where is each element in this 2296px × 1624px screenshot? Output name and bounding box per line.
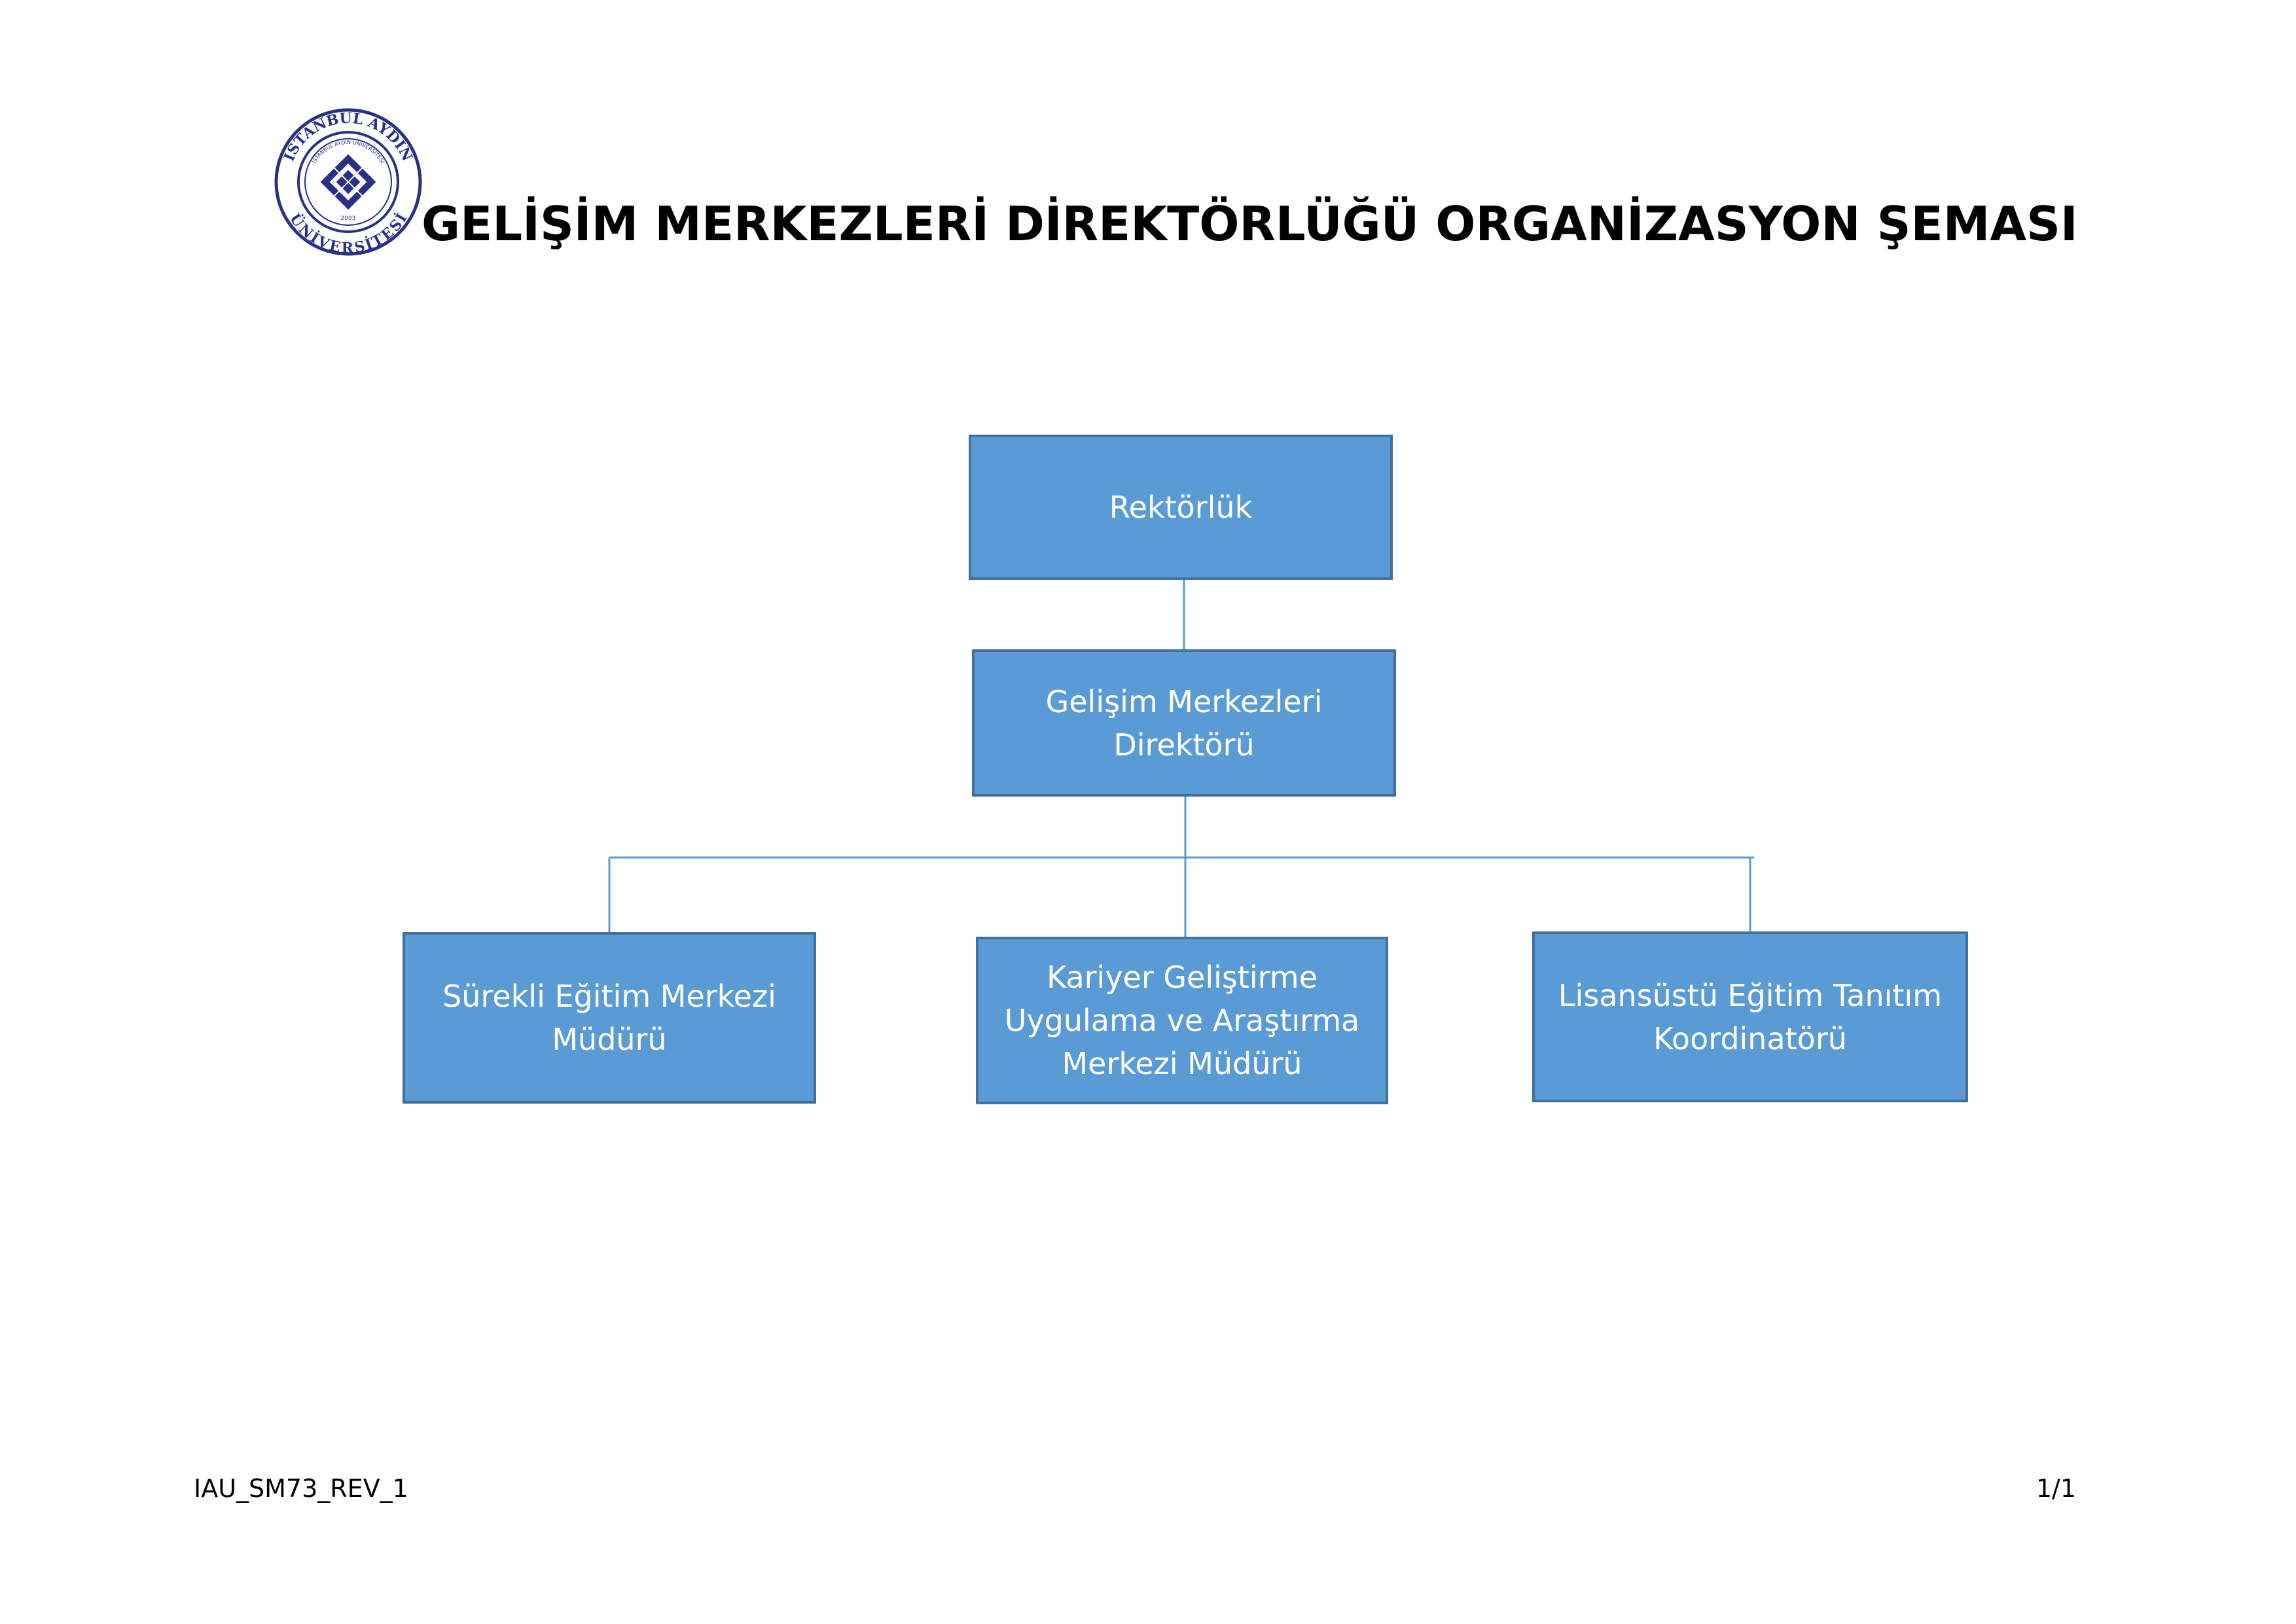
org-box-director-text: Gelişim Merkezleri Direktörü bbox=[1046, 680, 1323, 767]
footer-doc-code: IAU_SM73_REV_1 bbox=[194, 1474, 408, 1503]
logo-year: 2003 bbox=[341, 215, 356, 222]
org-box-line: Gelişim Merkezleri bbox=[1045, 683, 1323, 719]
org-box-director: Gelişim Merkezleri Direktörü bbox=[972, 649, 1396, 797]
org-box-child-3: Lisansüstü Eğitim Tanıtım Koordinatörü bbox=[1532, 931, 1968, 1102]
org-box-line: Müdürü bbox=[552, 1022, 667, 1057]
org-box-line: Merkezi Müdürü bbox=[1062, 1046, 1302, 1081]
org-box-line: Lisansüstü Eğitim Tanıtım bbox=[1558, 977, 1943, 1013]
org-box-child-1: Sürekli Eğitim Merkezi Müdürü bbox=[403, 932, 816, 1104]
org-box-line: Sürekli Eğitim Merkezi bbox=[442, 979, 776, 1014]
org-box-line: Uygulama ve Araştırma bbox=[1004, 1003, 1360, 1038]
org-box-child-2: Kariyer Geliştirme Uygulama ve Araştırma… bbox=[976, 937, 1388, 1104]
org-box-rektorluk-text: Rektörlük bbox=[1109, 486, 1253, 529]
page-title: GELİŞİM MERKEZLERİ DİREKTÖRLÜĞÜ ORGANİZA… bbox=[422, 196, 2078, 251]
logo-diamond-icon bbox=[320, 154, 376, 210]
org-box-child-2-text: Kariyer Geliştirme Uygulama ve Araştırma… bbox=[1005, 956, 1359, 1085]
org-box-line: Kariyer Geliştirme bbox=[1047, 960, 1318, 995]
org-box-rektorluk: Rektörlük bbox=[969, 435, 1393, 580]
university-logo: İSTANBUL AYDIN ÜNİVERSİTESİ İSTANBUL AYD… bbox=[274, 108, 422, 257]
org-box-child-3-text: Lisansüstü Eğitim Tanıtım Koordinatörü bbox=[1558, 974, 1942, 1060]
org-box-line: Rektörlük bbox=[1109, 490, 1253, 525]
org-box-line: Koordinatörü bbox=[1653, 1020, 1847, 1056]
footer-page-number: 1/1 bbox=[2036, 1474, 2076, 1503]
org-box-child-1-text: Sürekli Eğitim Merkezi Müdürü bbox=[442, 975, 776, 1061]
org-box-line: Direktörü bbox=[1113, 727, 1255, 763]
